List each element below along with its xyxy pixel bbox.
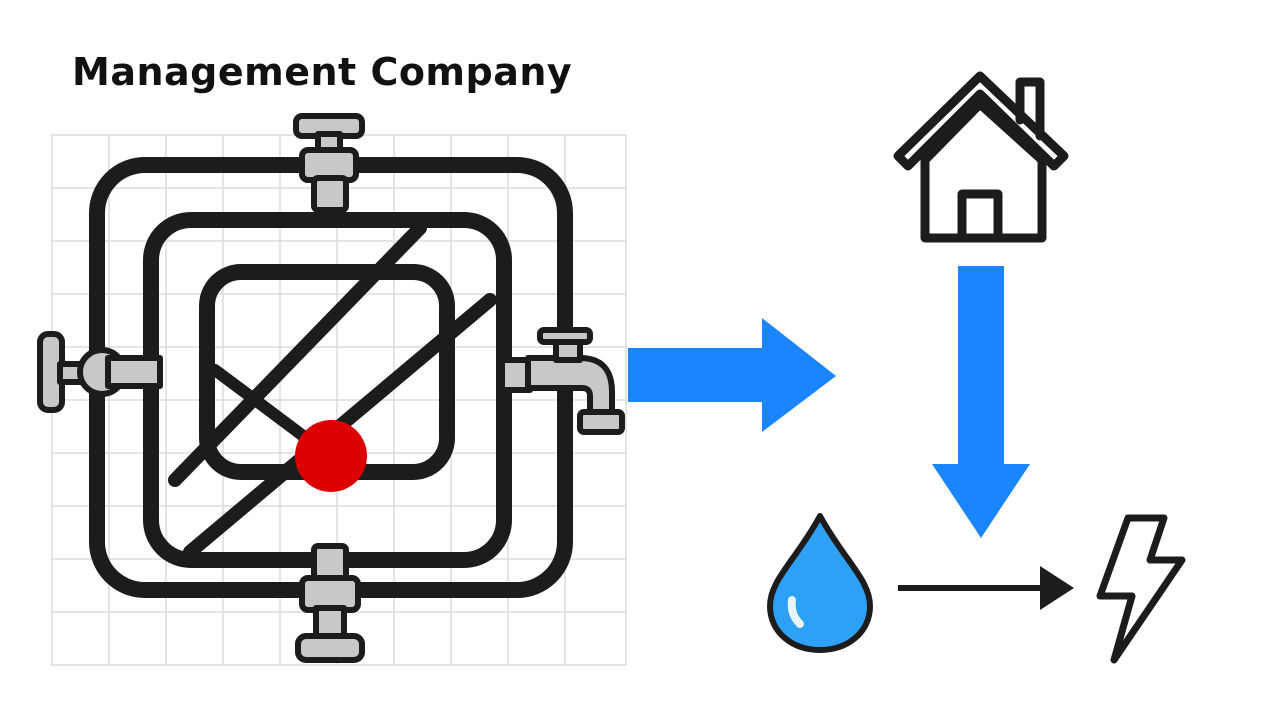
valve-icon	[37, 331, 163, 413]
leak-marker-icon	[295, 420, 367, 492]
flow-arrow-down	[932, 266, 1030, 538]
water-drop-icon	[767, 513, 873, 653]
pipe-network-icon	[89, 157, 573, 598]
house-icon	[893, 71, 1069, 243]
flow-arrow-right	[628, 318, 836, 432]
valve-icon	[295, 543, 365, 663]
flow-arrow-thin	[898, 566, 1074, 610]
diagram-title: Management Company	[72, 50, 573, 94]
lightning-bolt-icon	[1096, 514, 1186, 664]
faucet-icon	[499, 327, 625, 435]
valve-icon	[293, 113, 365, 213]
diagonal-pipe-upper	[168, 221, 427, 487]
